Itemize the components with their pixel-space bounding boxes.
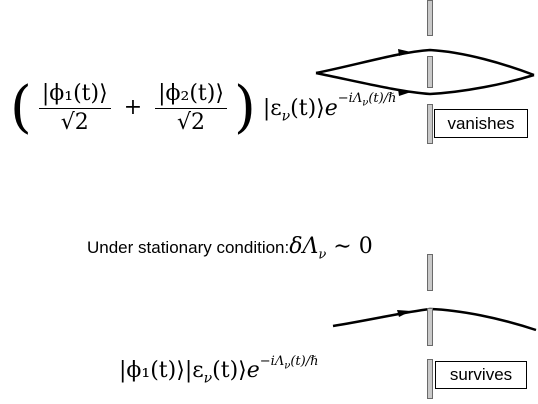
eps-ket-bottom: |ε [184, 358, 204, 383]
delta-lambda-term: δΛν ∼ 0 [289, 234, 373, 263]
plus-sign: + [123, 95, 143, 120]
vanishes-label: vanishes [434, 109, 528, 138]
single-path-arrowhead [397, 310, 411, 317]
sqrt2-a: √2 [60, 109, 89, 135]
phi1-ket-bottom: |ϕ₁(t)⟩ [119, 358, 185, 383]
phi1-ket: |ϕ₁(t)⟩ [38, 82, 111, 109]
phi2-ket: |ϕ₂(t)⟩ [155, 82, 227, 109]
top-wall-middle [427, 56, 433, 88]
upper-path [315, 48, 535, 77]
stationary-condition: Under stationary condition:δΛν ∼ 0 [87, 234, 373, 264]
exponential-e-bottom: e [246, 358, 260, 383]
bottom-wall-lower [427, 308, 433, 346]
eps-ket-top: |ε [262, 95, 282, 121]
lower-path [315, 71, 535, 96]
bottom-path-diagram [332, 307, 537, 332]
superposition-formula: ( |ϕ₁(t)⟩ √2 + |ϕ₂(t)⟩ √2 ) |εν(t)⟩e−iΛν… [10, 75, 397, 140]
stationary-text: Under stationary condition: [87, 238, 290, 257]
bottom-wall-upper [427, 254, 433, 291]
survives-label: survives [435, 361, 527, 389]
exponential-e-top: e [324, 95, 338, 121]
top-wall-lower [427, 104, 433, 144]
sqrt2-b: √2 [177, 109, 206, 135]
bottom-wall-base [427, 359, 433, 399]
single-path-formula: |ϕ₁(t)⟩|εν(t)⟩e−iΛν(t)/ℏ [119, 353, 319, 387]
top-wall-upper [427, 0, 433, 36]
upper-arrowhead [398, 49, 411, 56]
lower-arrowhead [398, 89, 411, 96]
single-path [332, 307, 537, 332]
top-paths-diagram [315, 48, 535, 96]
